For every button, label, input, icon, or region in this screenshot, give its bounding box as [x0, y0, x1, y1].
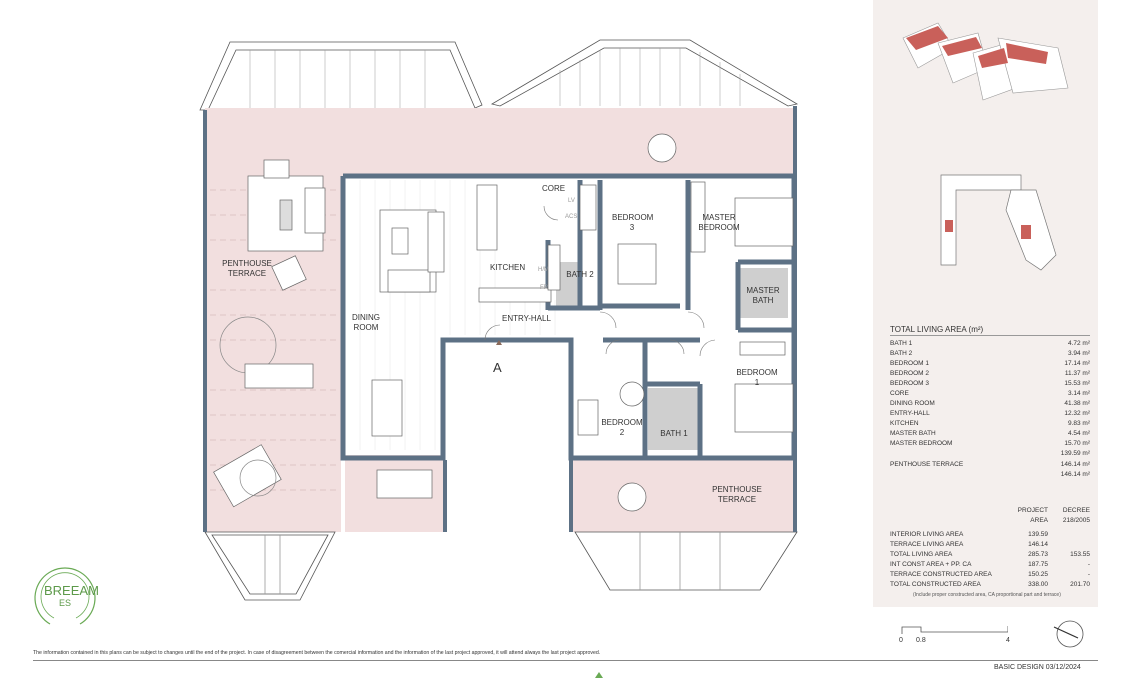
bed-3 — [617, 243, 657, 285]
scale-tick-0: 0 — [899, 637, 903, 644]
brand-mark-icon — [595, 672, 603, 678]
round-table — [647, 133, 677, 163]
north-arrow-icon — [1053, 620, 1084, 648]
disclaimer: The information contained in this plans … — [33, 650, 601, 656]
wet-room-floors — [556, 262, 788, 450]
section-arrow-icon — [496, 340, 502, 345]
site-plan — [940, 174, 1057, 271]
floor-plan — [199, 39, 799, 601]
label-bedroom-3: BEDROOM 3 — [612, 213, 654, 232]
dining-table — [371, 379, 403, 437]
breeam-logo — [34, 567, 96, 625]
master-bed — [734, 197, 794, 247]
kitchen-island — [476, 184, 498, 251]
pergola-bottom-left — [204, 531, 336, 601]
building-3d-view — [902, 22, 1069, 101]
label-penthouse-terrace-west: PENTHOUSE TERRACE — [222, 259, 272, 278]
label-hm: H/M — [538, 267, 549, 273]
label-master-bath: MASTER BATH — [746, 286, 780, 305]
pergola-top-right — [490, 39, 799, 107]
label-bedroom-1: BEDROOM 1 — [736, 368, 778, 387]
pergola-bottom-right — [574, 531, 798, 591]
area-table-title: TOTAL LIVING AREA (m²) — [890, 325, 984, 334]
scale-tick-4: 4 — [1006, 637, 1010, 644]
pergola-top-left — [199, 41, 483, 111]
chair — [619, 381, 645, 407]
terrace-walls — [203, 106, 797, 532]
label-kitchen: KITCHEN — [490, 263, 526, 272]
section-marker: A — [493, 360, 502, 375]
furniture — [213, 133, 794, 512]
label-acs: ACS — [565, 214, 578, 220]
label-bedroom-2: BEDROOM 2 — [601, 418, 643, 437]
label-dining-room: DINING ROOM — [352, 313, 380, 332]
label-lv: LV — [568, 198, 575, 204]
footer-divider — [33, 660, 1098, 661]
label-master-bedroom: MASTER BEDROOM — [698, 213, 740, 232]
summary-note: (Include proper constructed area, CA pro… — [913, 592, 1061, 598]
label-core: CORE — [542, 184, 566, 193]
scale-bar — [901, 626, 1008, 634]
label-bath-2: BATH 2 — [566, 270, 594, 279]
label-penthouse-terrace-south: PENTHOUSE TERRACE — [712, 485, 762, 504]
label-entry-hall: ENTRY-HALL — [502, 314, 551, 323]
scale-tick-0-8: 0.8 — [916, 637, 926, 644]
doors — [484, 205, 716, 357]
label-bath-1: BATH 1 — [660, 429, 688, 438]
footer-date: BASIC DESIGN 03/12/2024 — [994, 664, 1081, 671]
area-table-divider — [890, 335, 1090, 336]
bed-1 — [734, 383, 794, 433]
breeam-logo-text: BREEAM ES — [44, 583, 99, 609]
label-fr: FR — [540, 285, 548, 291]
